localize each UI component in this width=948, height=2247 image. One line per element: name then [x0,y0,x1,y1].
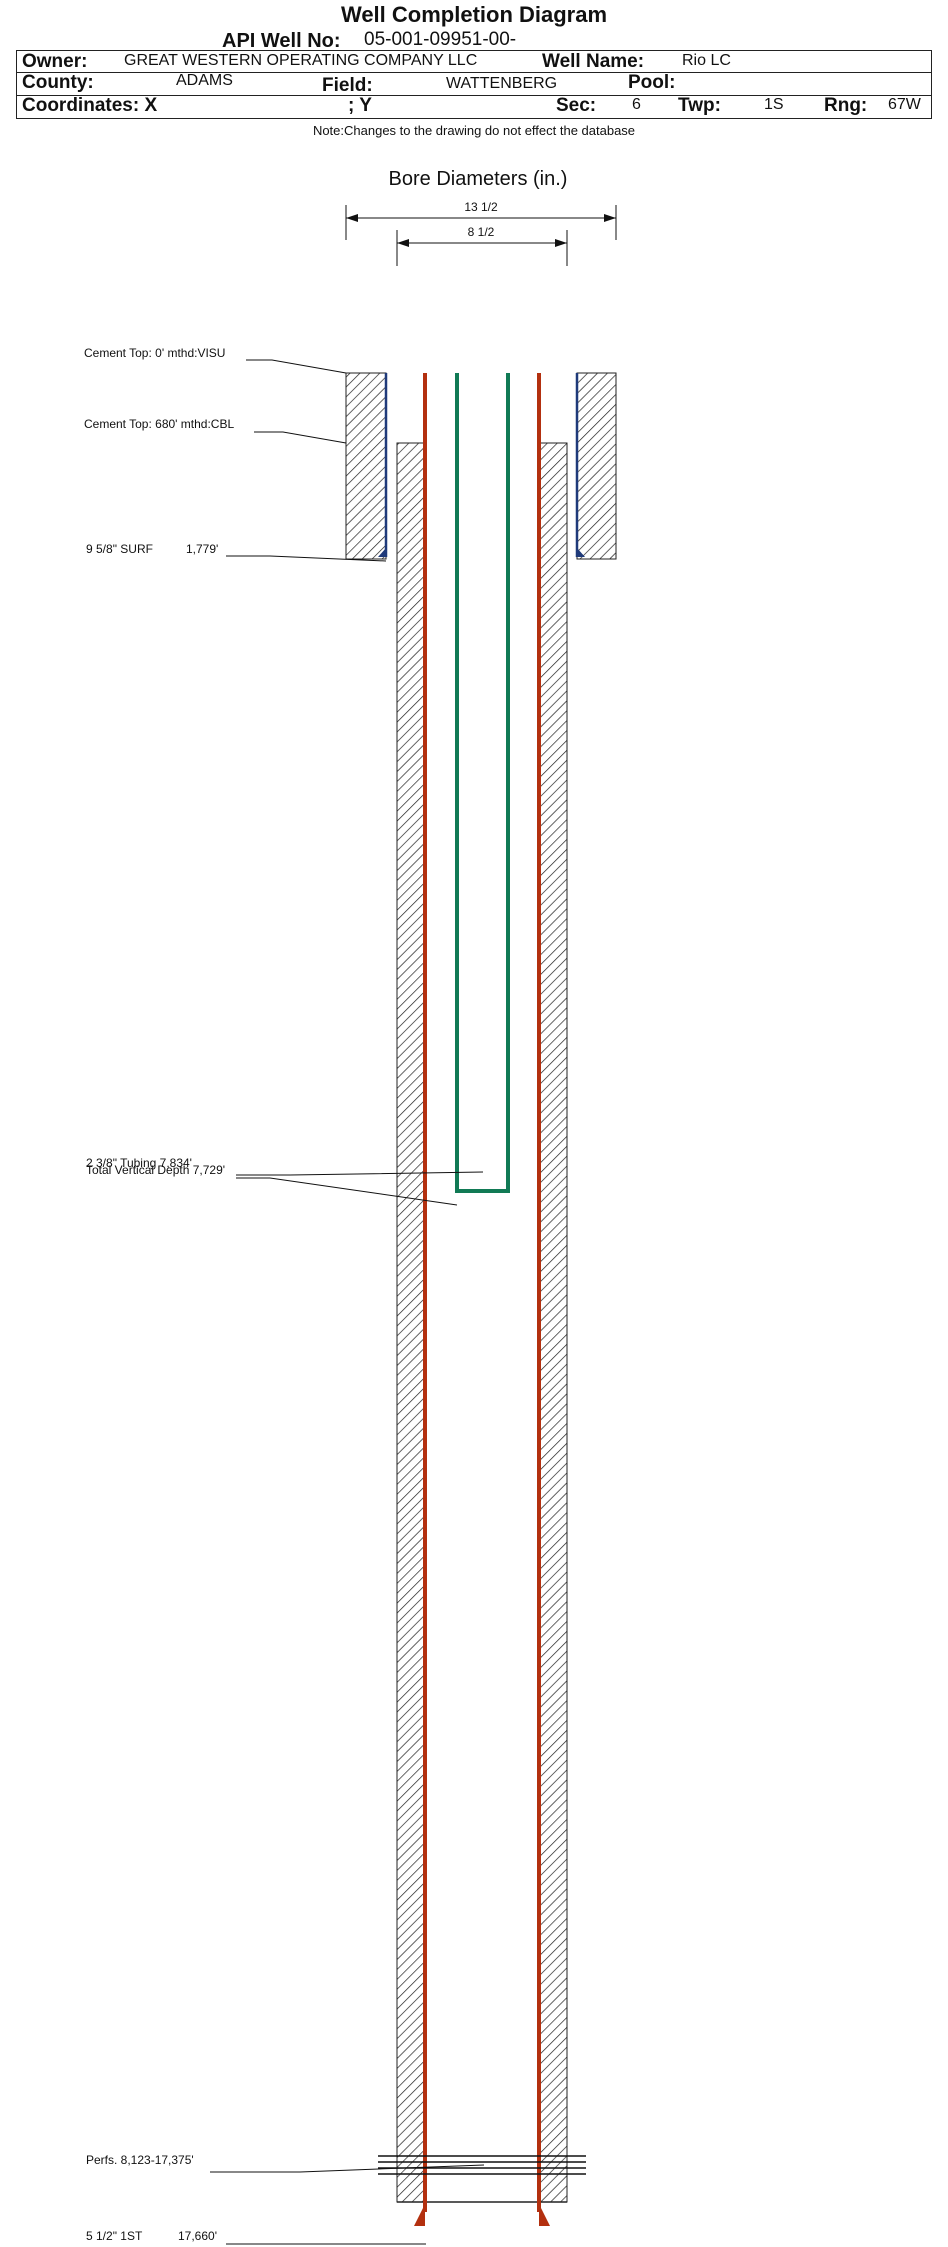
annotation-cement-top-680: Cement Top: 680' mthd:CBL [84,417,347,444]
header-border-left [16,50,17,118]
coordinates-y-label: ; Y [348,95,372,116]
svg-text:Cement Top: 0' mthd:VISU: Cement Top: 0' mthd:VISU [84,346,225,360]
svg-text:9 5/8" SURF: 9 5/8" SURF [86,542,153,556]
owner-value: GREAT WESTERN OPERATING COMPANY LLC [124,52,478,69]
township-label: Twp: [678,95,721,116]
production-casing [414,373,550,2226]
svg-text:17,660': 17,660' [178,2229,217,2243]
diagram-title: Bore Diameters (in.) [389,168,568,190]
svg-text:Total Vertical Depth 7,729': Total Vertical Depth 7,729' [86,1163,225,1177]
svg-text:Perfs. 8,123-17,375': Perfs. 8,123-17,375' [86,2153,194,2167]
section-value: 6 [632,96,641,113]
annotation-perforations: Perfs. 8,123-17,375' [86,2153,485,2173]
svg-text:1,779': 1,779' [186,542,218,556]
annotation-total-vertical-depth: Total Vertical Depth 7,729' [86,1163,458,1206]
bore-dimension-13-1-2: 13 1/2 [345,200,617,240]
coordinates-x-label: Coordinates: X [22,95,158,116]
owner-label: Owner: [22,51,88,72]
field-label: Field: [322,75,373,96]
surface-casing [378,373,585,557]
tubing-string [455,373,510,1193]
township-value: 1S [764,96,784,113]
bore-diameter-label: 8 1/2 [468,225,495,239]
annotation-surface-casing: 9 5/8" SURF 1,779' [86,542,387,562]
header-rule [16,118,932,119]
annotation-production-casing: 5 1/2" 1ST 17,660' [86,2229,426,2245]
production-cement [396,442,568,2203]
page-title: Well Completion Diagram [340,2,608,27]
pool-label: Pool: [628,72,676,93]
header-border-right [931,50,932,118]
well-header-table: API Well No: 05-001-09951-00- Owner: GRE… [16,28,932,119]
bore-dimension-8-1-2: 8 1/2 [396,225,568,266]
api-label: API Well No: [222,30,341,52]
well-name-value: Rio LC [682,52,731,69]
well-name-label: Well Name: [542,51,645,72]
county-value: ADAMS [176,72,233,89]
range-label: Rng: [824,95,868,116]
annotation-tubing: 2 3/8" Tubing 7,834' [86,1156,484,1176]
svg-text:Cement Top: 680' mthd:CBL: Cement Top: 680' mthd:CBL [84,417,234,431]
header-rule [16,50,932,51]
api-value: 05-001-09951-00- [364,29,517,50]
database-note: Note:Changes to the drawing do not effec… [312,123,636,138]
field-value: WATTENBERG [446,75,558,92]
county-label: County: [22,72,94,93]
annotation-cement-top-0: Cement Top: 0' mthd:VISU [84,346,347,374]
range-value: 67W [888,96,921,113]
section-label: Sec: [556,95,597,116]
svg-text:2 3/8" Tubing 7,834': 2 3/8" Tubing 7,834' [86,1156,192,1170]
bore-diameter-label: 13 1/2 [464,200,498,214]
surface-cement [345,372,617,560]
header-rule [16,72,932,73]
header-rule [16,95,932,96]
svg-text:5 1/2" 1ST: 5 1/2" 1ST [86,2229,143,2243]
